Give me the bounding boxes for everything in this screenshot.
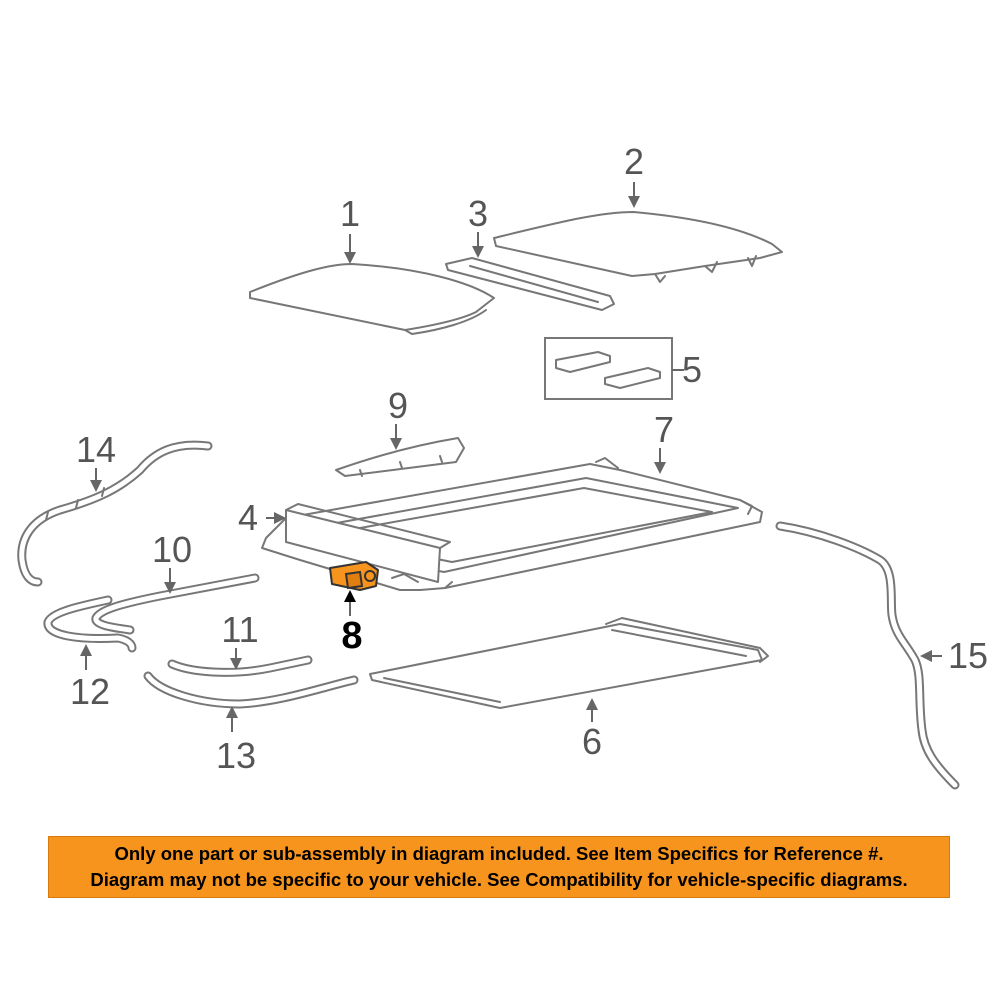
part-11-seal — [167, 655, 313, 677]
callout-13: 13 — [216, 735, 256, 776]
disclaimer-line-2: Diagram may not be specific to your vehi… — [90, 869, 908, 890]
callout-9: 9 — [388, 385, 408, 426]
part-12-seal — [43, 595, 137, 653]
part-10-seal — [91, 573, 260, 635]
part-6-sunshade — [369, 617, 769, 709]
part-9-trim — [335, 437, 465, 477]
disclaimer-banner: Only one part or sub-assembly in diagram… — [48, 836, 950, 898]
part-4-crossbar — [285, 503, 451, 583]
callout-5: 5 — [682, 349, 702, 390]
callout-2: 2 — [624, 141, 644, 182]
part-14-drain-hose — [17, 440, 213, 587]
callout-4: 4 — [238, 497, 258, 538]
part-2-rear-glass — [493, 211, 783, 283]
callout-10: 10 — [152, 529, 192, 570]
callout-6: 6 — [582, 721, 602, 762]
callout-1: 1 — [340, 193, 360, 234]
callout-3: 3 — [468, 193, 488, 234]
callout-15: 15 — [948, 635, 988, 676]
callout-14: 14 — [76, 429, 116, 470]
part-13-seal — [143, 671, 359, 709]
leader-lines — [80, 182, 942, 732]
part-15-drain-hose — [775, 521, 960, 790]
callout-12: 12 — [70, 671, 110, 712]
part-1-front-glass — [249, 263, 495, 335]
callout-11: 11 — [221, 609, 258, 650]
callout-7: 7 — [654, 409, 674, 450]
callout-8: 8 — [341, 615, 362, 657]
part-8-motor — [329, 561, 379, 591]
disclaimer-line-1: Only one part or sub-assembly in diagram… — [114, 843, 884, 864]
part-5-brackets — [544, 337, 673, 400]
part-3-seal — [445, 257, 615, 311]
